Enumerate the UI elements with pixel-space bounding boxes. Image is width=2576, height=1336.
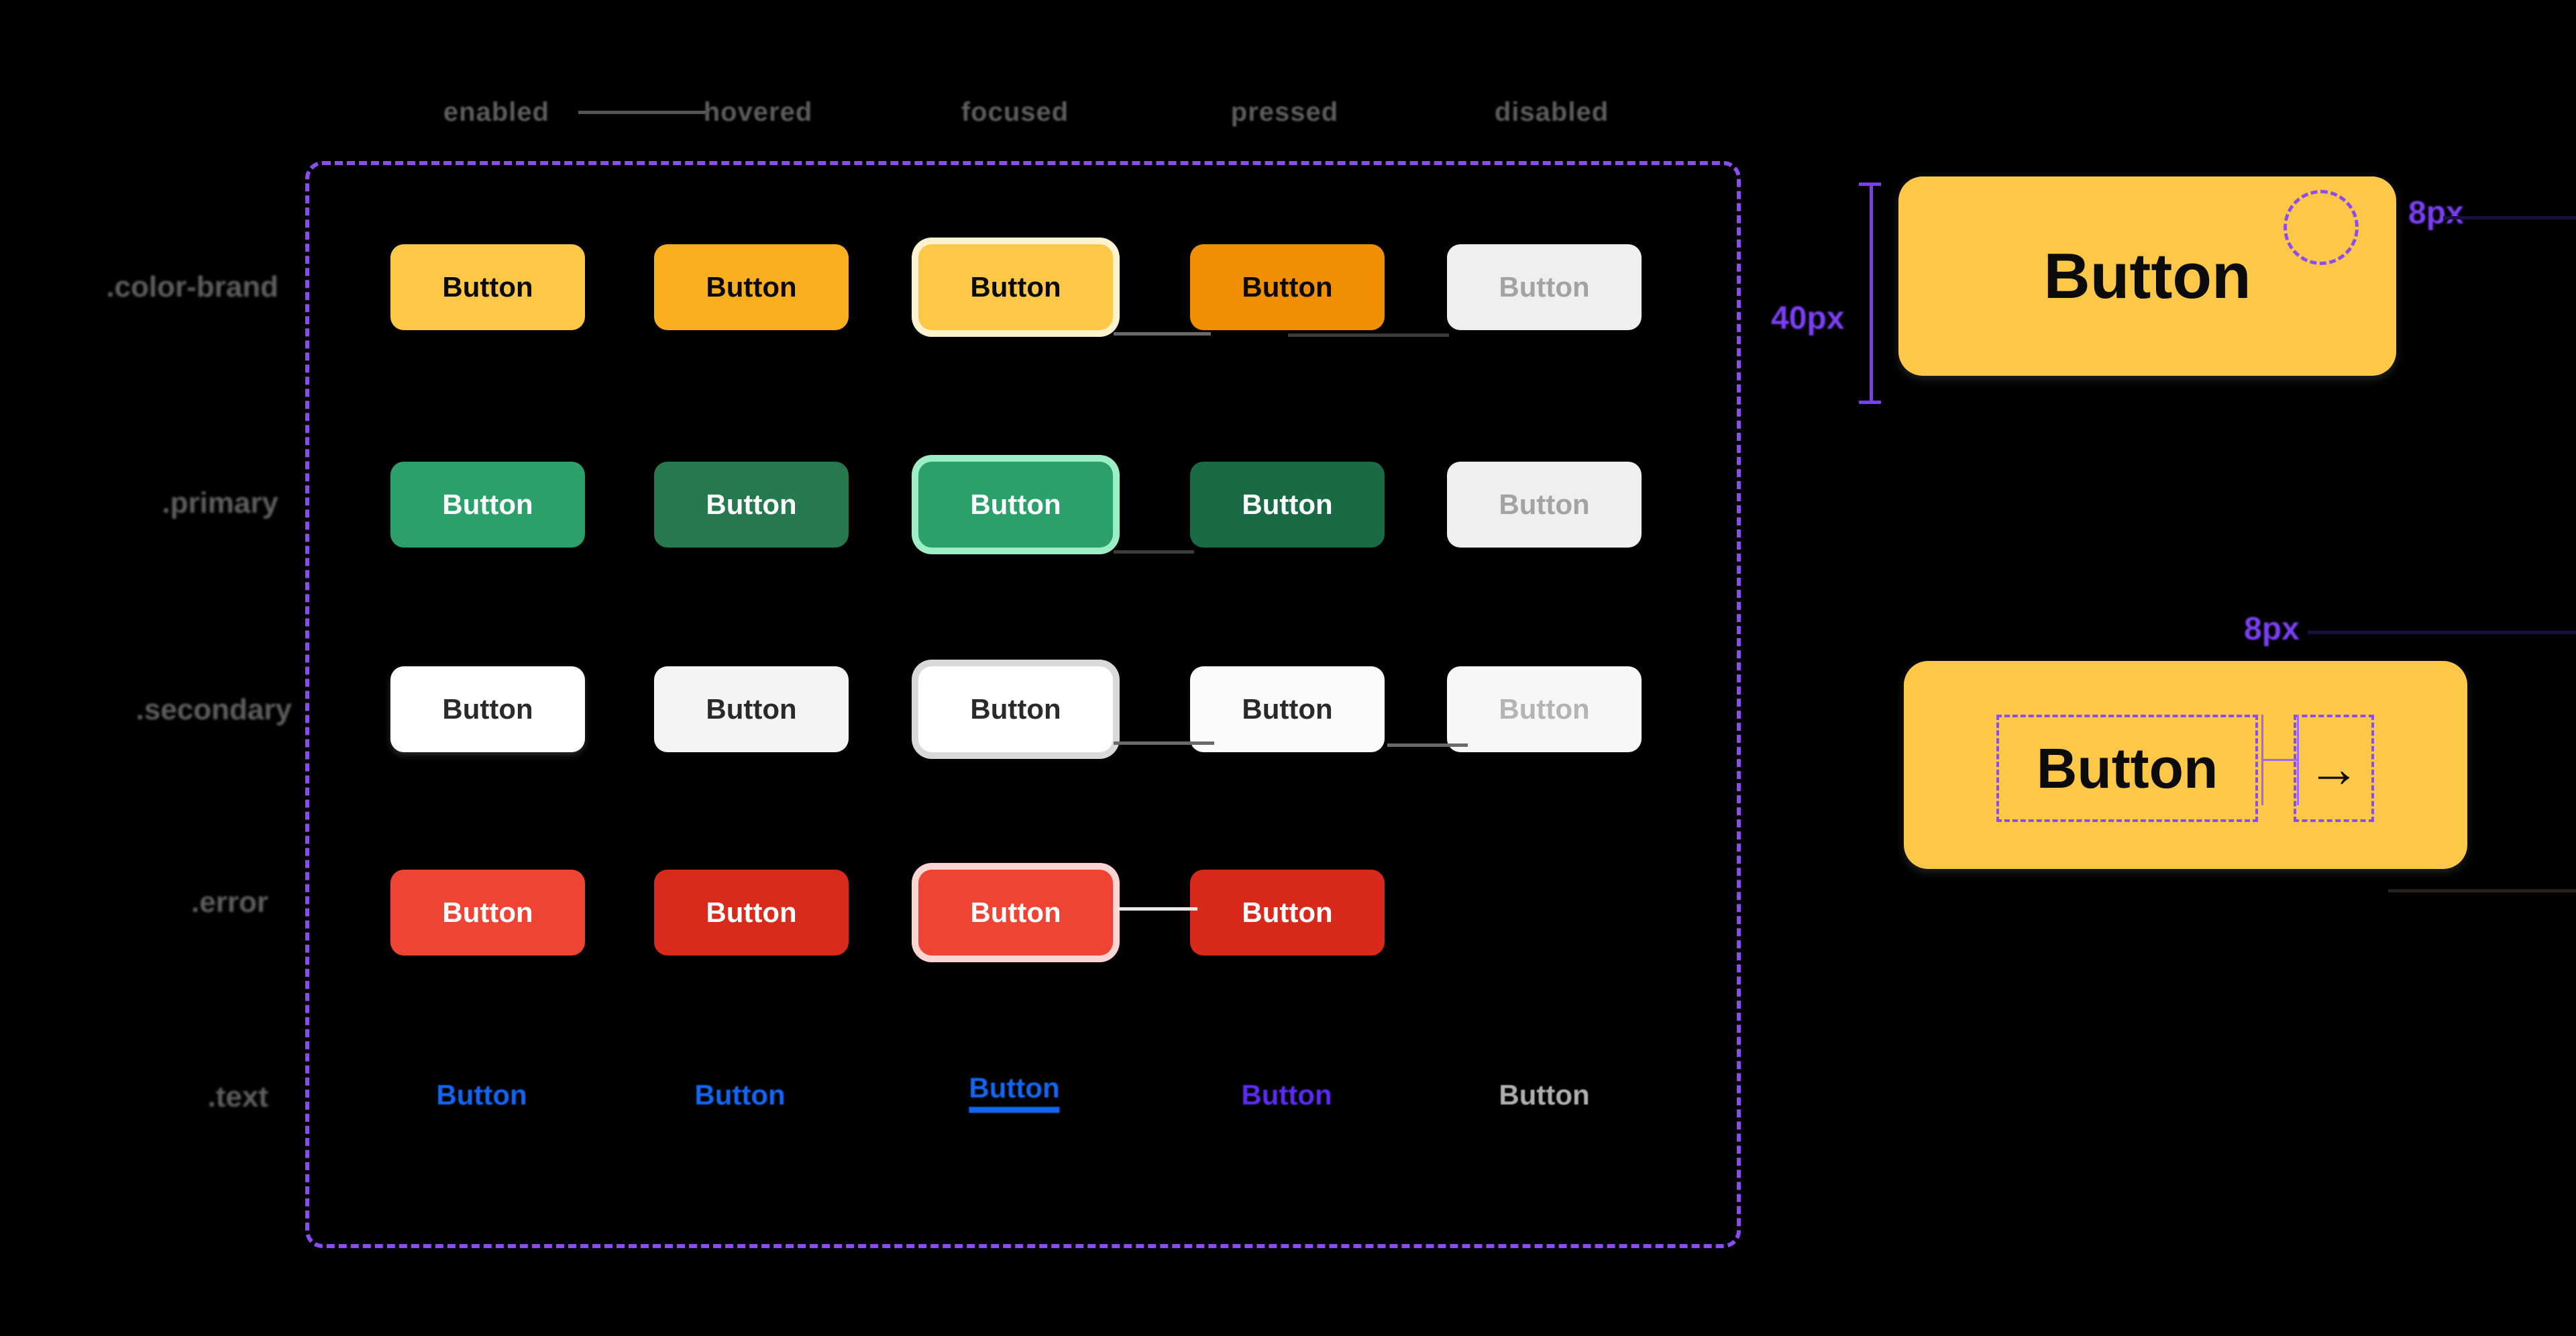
gap-icon-bounds: → (2294, 715, 2374, 822)
button-text-enabled[interactable]: Button (436, 1079, 527, 1111)
row-label-text: .text (207, 1080, 268, 1113)
button-secondary-pressed[interactable]: Button (1190, 666, 1385, 752)
gap-baseline-leader (2388, 889, 2576, 892)
button-brand-enabled[interactable]: Button (390, 244, 585, 330)
gap-arrow-line (2261, 759, 2297, 761)
button-text-disabled: Button (1499, 1079, 1590, 1111)
height-dimension-cap-bottom (1859, 401, 1881, 404)
state-matrix-panel (305, 161, 1741, 1248)
row2-connector-a (1114, 550, 1194, 554)
column-header-focused: focused (961, 97, 1069, 127)
height-dimension-cap-top (1859, 183, 1881, 186)
height-dimension-text: 40px (1771, 301, 1845, 336)
column-header-pressed: pressed (1230, 97, 1339, 127)
button-error-focused[interactable]: Button (918, 870, 1113, 956)
corner-radius-text: 8px (2408, 195, 2464, 231)
button-error-hovered[interactable]: Button (654, 870, 849, 956)
button-secondary-disabled: Button (1447, 666, 1642, 752)
row-label-primary: .primary (162, 486, 278, 519)
column-header-enabled: enabled (443, 97, 550, 127)
button-primary-hovered[interactable]: Button (654, 462, 849, 548)
spec-button-gap-content: Button → (1996, 715, 2374, 822)
button-text-focused[interactable]: Button (969, 1072, 1060, 1113)
gap-tick-right (2297, 715, 2299, 805)
row4-connector-a (1117, 907, 1197, 911)
row3-connector-b (1387, 743, 1468, 747)
button-secondary-focused[interactable]: Button (918, 666, 1113, 752)
button-brand-focused[interactable]: Button (918, 244, 1113, 330)
button-brand-hovered[interactable]: Button (654, 244, 849, 330)
spec-button-gap[interactable]: Button → (1904, 661, 2467, 869)
header-connector-line (578, 111, 706, 114)
button-error-pressed[interactable]: Button (1190, 870, 1385, 956)
spec-button-height[interactable]: Button (1898, 176, 2396, 376)
button-secondary-hovered[interactable]: Button (654, 666, 849, 752)
corner-radius-circle (2284, 190, 2359, 265)
row-label-error: .error (191, 886, 268, 919)
button-primary-pressed[interactable]: Button (1190, 462, 1385, 548)
row-label-color-brand: .color-brand (106, 270, 278, 303)
button-text-pressed[interactable]: Button (1241, 1079, 1332, 1111)
column-header-hovered: hovered (703, 97, 813, 127)
spec-button-height-label: Button (2043, 240, 2251, 312)
button-error-enabled[interactable]: Button (390, 870, 585, 956)
gap-label-bounds: Button (1996, 715, 2258, 822)
arrow-right-icon: → (2308, 739, 2360, 798)
button-text-hovered[interactable]: Button (694, 1079, 786, 1111)
row1-connector-a (1114, 332, 1211, 336)
spec-button-gap-label: Button (2036, 736, 2218, 800)
corner-radius-leader-line (2443, 216, 2576, 219)
button-secondary-enabled[interactable]: Button (390, 666, 585, 752)
row1-connector-b (1288, 333, 1449, 337)
button-primary-enabled[interactable]: Button (390, 462, 585, 548)
column-header-disabled: disabled (1494, 97, 1609, 127)
height-dimension-line (1870, 183, 1873, 404)
button-brand-pressed[interactable]: Button (1190, 244, 1385, 330)
button-primary-disabled: Button (1447, 462, 1642, 548)
button-primary-focused[interactable]: Button (918, 462, 1113, 548)
gap-leader-line (2308, 631, 2576, 634)
row3-connector-a (1114, 741, 1214, 745)
row-label-secondary: .secondary (136, 693, 292, 726)
gap-dimension-text: 8px (2244, 611, 2300, 647)
button-brand-disabled: Button (1447, 244, 1642, 330)
